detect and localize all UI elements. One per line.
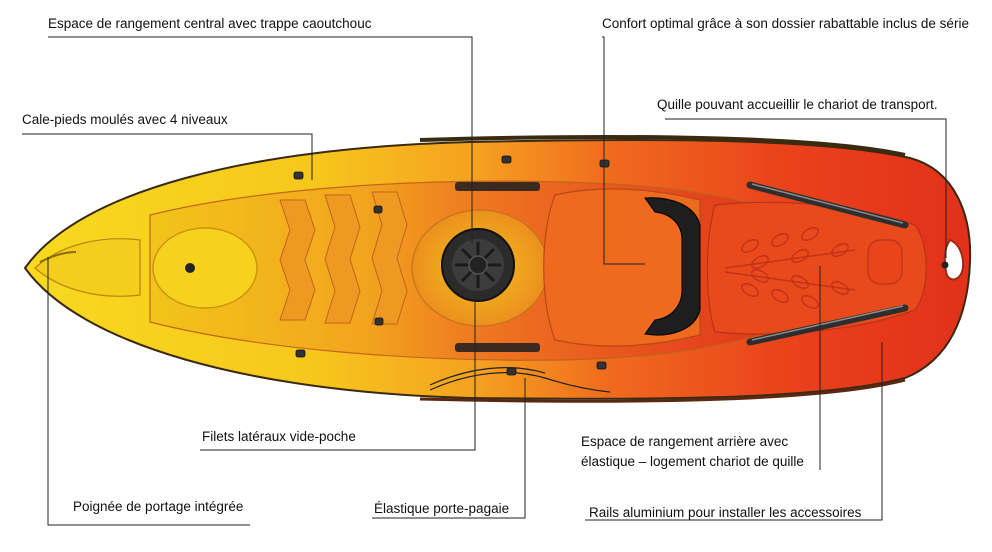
leader-side-nets [200, 300, 476, 451]
leader-lines [22, 36, 947, 526]
front-footwell [152, 227, 258, 309]
leader-paddle-elastic [372, 378, 526, 519]
label-central-storage: Espace de rangement central avec trappe … [48, 16, 372, 31]
central-hatch [441, 228, 515, 302]
stern-handle [943, 238, 965, 281]
side-elastic [429, 372, 611, 393]
label-paddle-elastic: Élastique porte-pagaie [374, 501, 510, 516]
leader-comfort [602, 36, 645, 265]
deck-grip-top [455, 182, 540, 191]
footrest-ridges [279, 191, 408, 325]
leader-rails [585, 342, 883, 521]
leader-footrests [22, 133, 313, 180]
deck-grip-bottom [455, 343, 540, 352]
label-rear-storage-line2: élastique – logement chariot de quille [581, 454, 804, 469]
label-comfort: Confort optimal grâce à son dossier raba… [602, 16, 969, 31]
label-carry-handle: Poignée de portage intégrée [73, 499, 244, 514]
leader-carry-handle [47, 257, 250, 526]
label-keel: Quille pouvant accueillir le chariot de … [657, 97, 938, 112]
rear-block [867, 239, 903, 285]
seat-area [543, 188, 701, 347]
label-rails: Rails aluminium pour installer les acces… [589, 505, 862, 520]
tie-down-points [293, 155, 610, 376]
aluminium-rails [746, 181, 909, 346]
leader-keel [665, 118, 947, 258]
rear-leaf-pattern [724, 227, 856, 309]
leader-central-storage [48, 36, 473, 243]
backrest [644, 197, 701, 336]
label-footrests: Cale-pieds moulés avec 4 niveaux [22, 112, 228, 127]
label-rear-storage-line1: Espace de rangement arrière avec [581, 434, 789, 449]
label-side-nets: Filets latéraux vide-poche [202, 429, 356, 444]
